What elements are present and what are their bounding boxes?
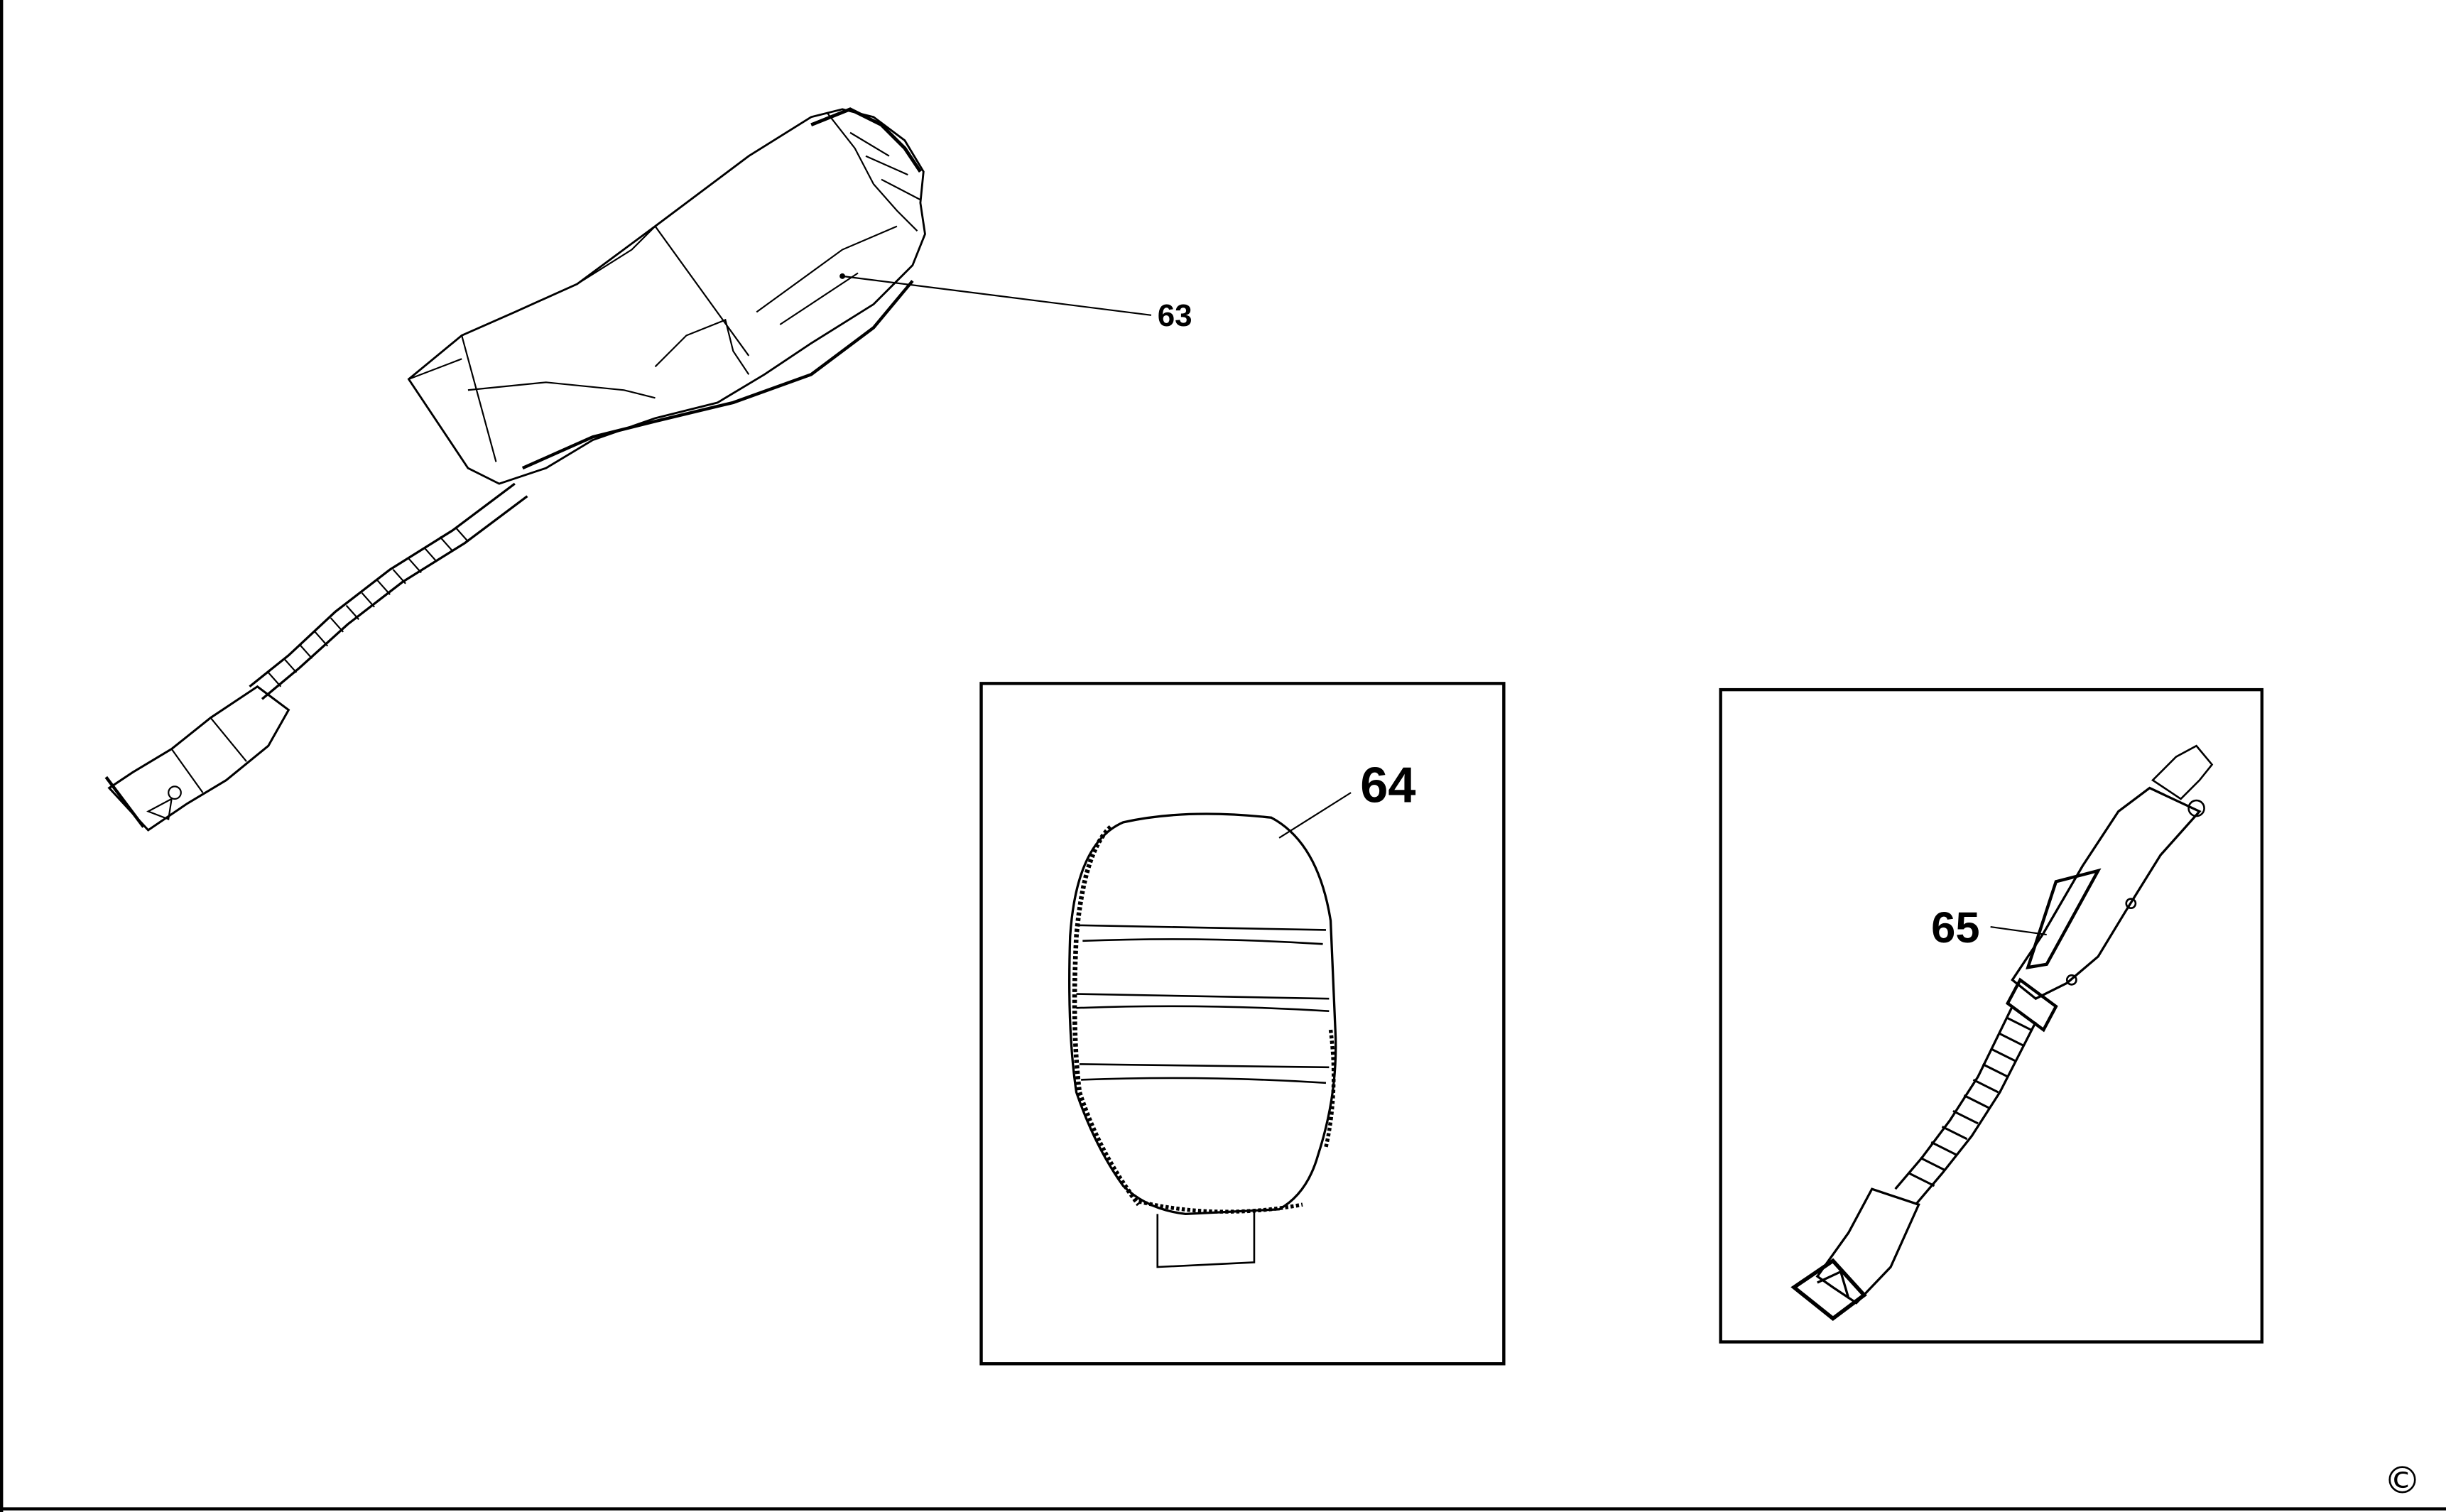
callout-65-leader [1990, 925, 2047, 936]
callout-64-label: 64 [1360, 756, 1415, 812]
part-64-frame [979, 682, 1506, 1366]
copyright-symbol: © [2384, 1459, 2421, 1503]
callout-63-leader [842, 275, 1152, 316]
part-63-rotary-tool-with-bag-drawing [104, 107, 926, 832]
callout-65-label: 65 [1931, 903, 1979, 952]
callout-64-leader [1278, 792, 1352, 839]
part-65-flexible-shaft-drawing [1790, 744, 2214, 1322]
callout-63-label: 63 [1158, 298, 1192, 333]
part-65-frame [1719, 687, 2264, 1344]
callout-63-dot [839, 273, 846, 279]
part-64-storage-bag-drawing [1068, 812, 1337, 1268]
